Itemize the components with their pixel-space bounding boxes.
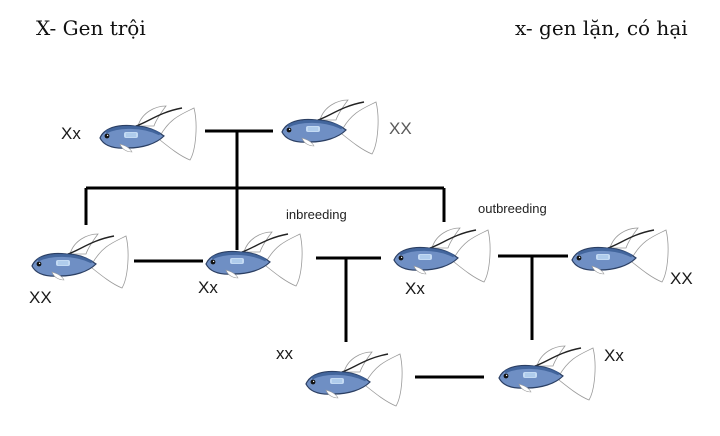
genotype-offspring-right: Xx: [604, 346, 624, 365]
fish-outsider: [570, 226, 670, 286]
fish-child3: [392, 226, 492, 286]
inbreeding-label: inbreeding: [286, 207, 347, 222]
fish-child1: [30, 232, 130, 292]
genotype-parent-left: Xx: [61, 124, 81, 143]
fish-parent-left: [98, 104, 198, 164]
fish-parent-right: [280, 98, 380, 158]
genotype-parent-right: XX: [389, 119, 412, 138]
genotype-offspring-left: xx: [276, 344, 293, 363]
fish-offspring-left: [304, 350, 404, 410]
dominant-gene-legend: X- Gen trội: [36, 16, 146, 40]
genotype-child3: Xx: [405, 279, 425, 298]
fish-child2: [204, 230, 304, 290]
fish-offspring-right: [497, 344, 597, 404]
genotype-child2: Xx: [198, 278, 218, 297]
genotype-outsider: XX: [670, 269, 693, 288]
outbreeding-label: outbreeding: [478, 201, 547, 216]
genotype-child1: XX: [29, 288, 52, 307]
recessive-gene-legend: x- gen lặn, có hại: [515, 16, 688, 40]
